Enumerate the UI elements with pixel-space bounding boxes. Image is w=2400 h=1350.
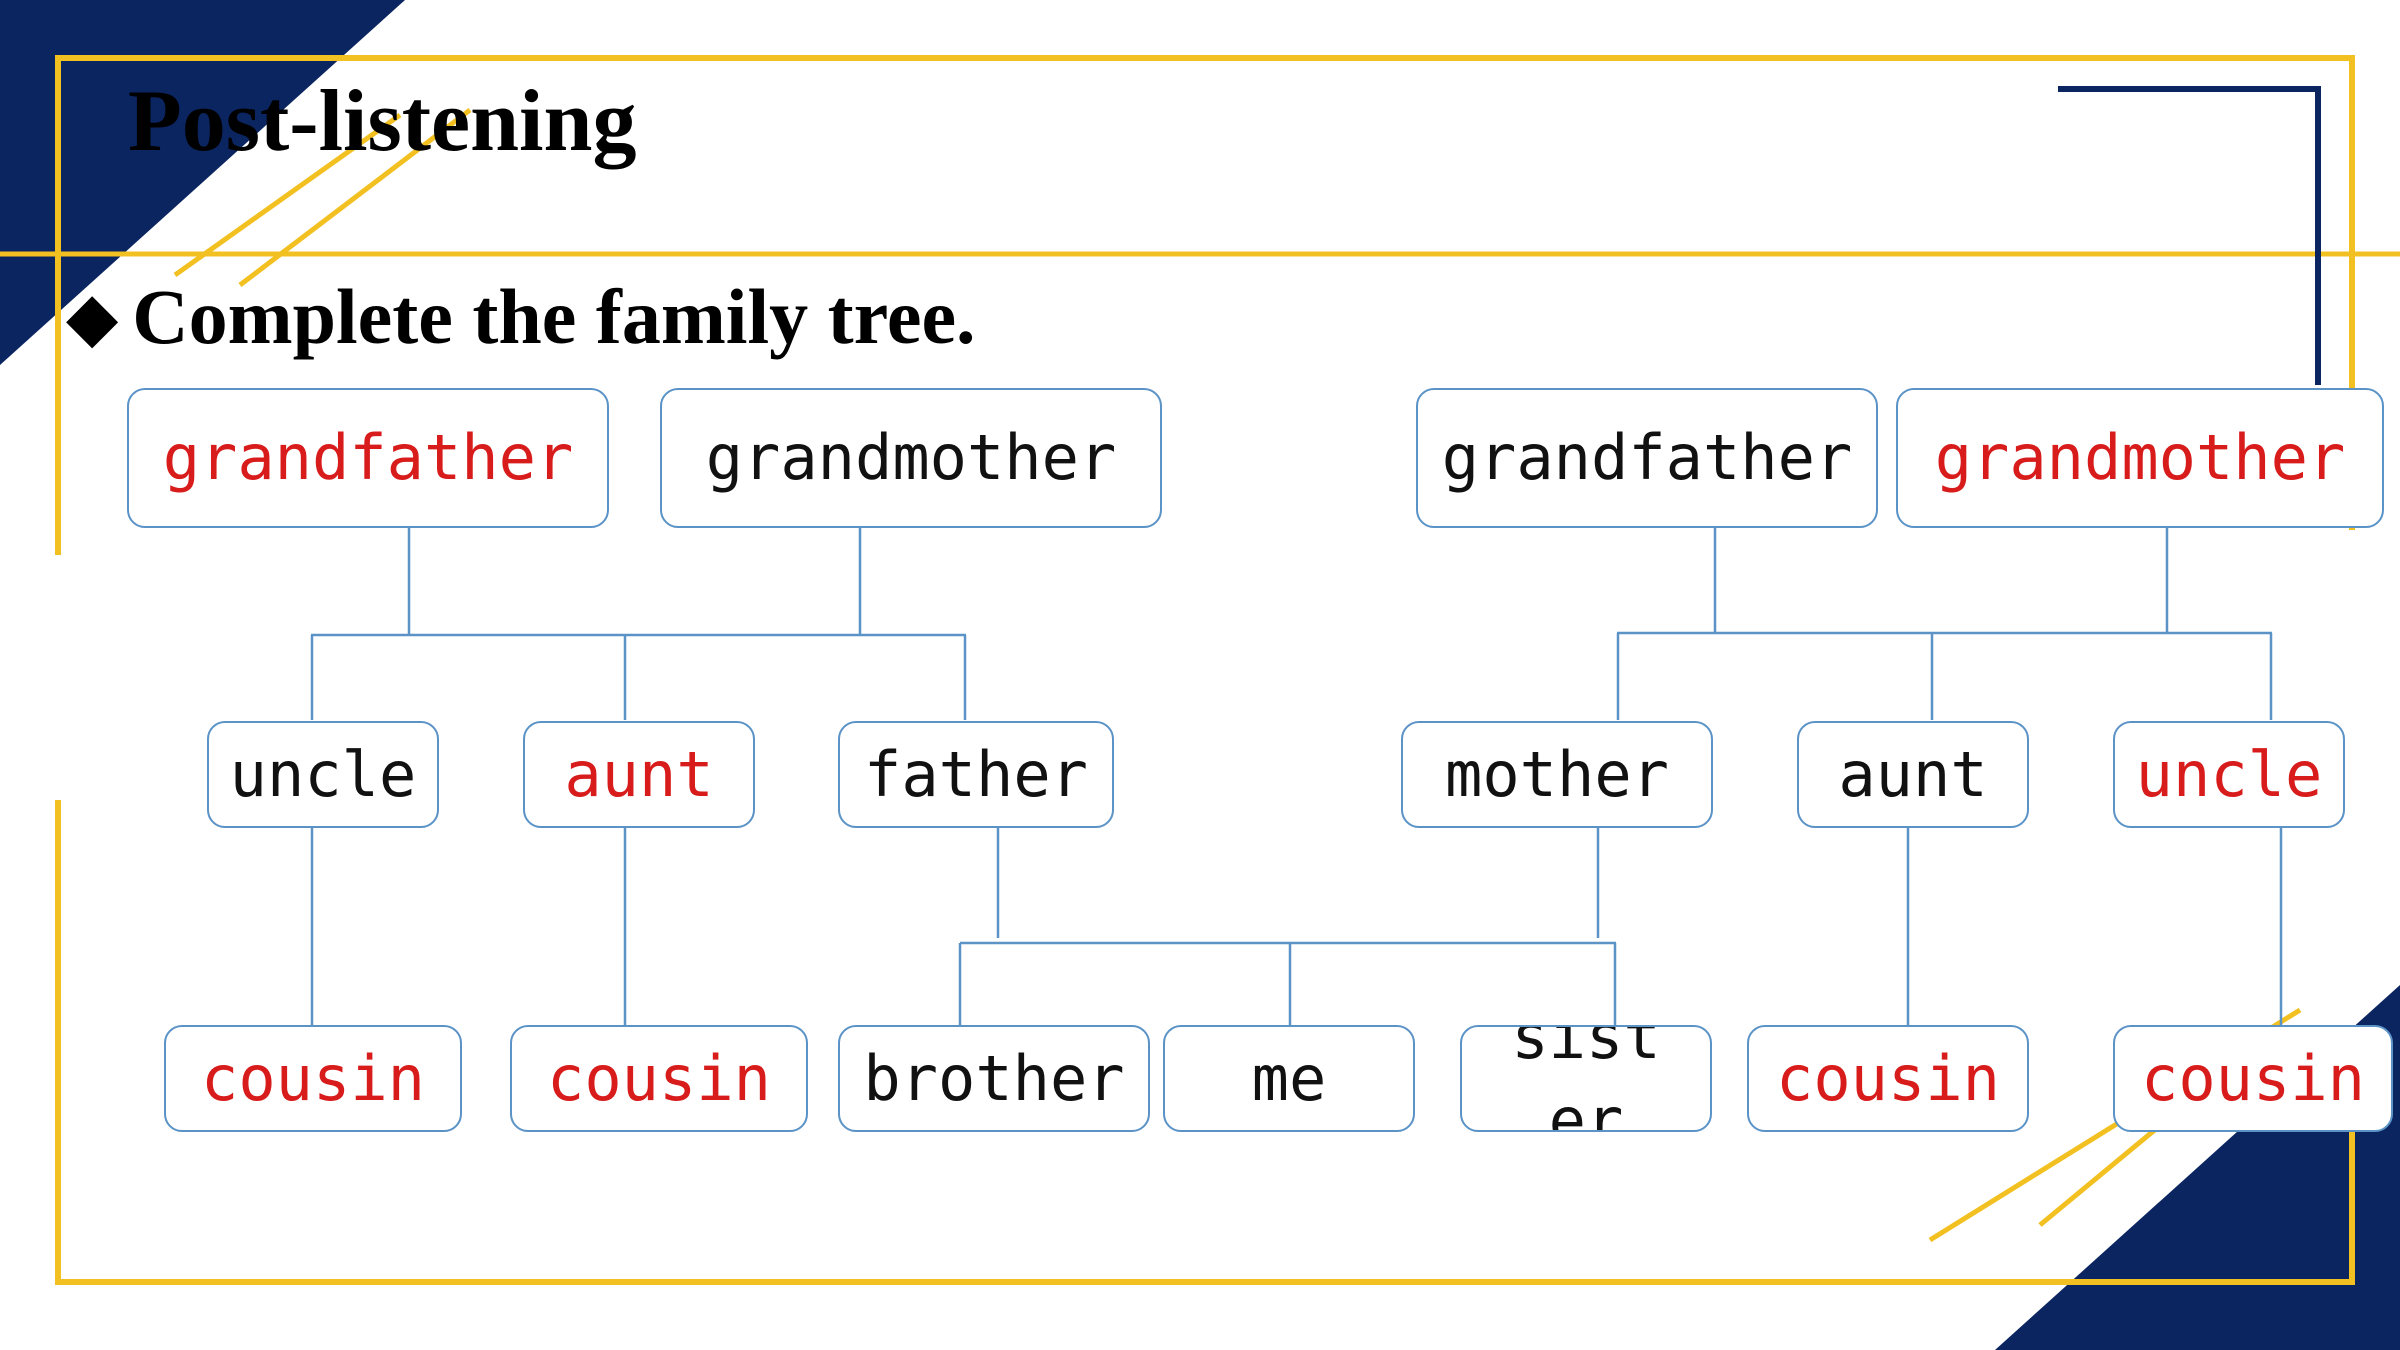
node-uncle-paternal: uncle xyxy=(207,721,439,828)
node-label: cousin xyxy=(547,1041,771,1115)
node-label: aunt xyxy=(1838,737,1988,811)
node-cousin-2: cousin xyxy=(510,1025,808,1132)
instruction-line: ◆ Complete the family tree. xyxy=(66,278,976,356)
node-brother: brother xyxy=(838,1025,1150,1132)
node-label: sister xyxy=(1511,1025,1661,1132)
node-aunt-maternal: aunt xyxy=(1797,721,2029,828)
node-label: grandmother xyxy=(705,421,1117,495)
node-grandfather-paternal: grandfather xyxy=(127,388,609,528)
node-grandfather-maternal: grandfather xyxy=(1416,388,1878,528)
node-cousin-1: cousin xyxy=(164,1025,462,1132)
node-label: me xyxy=(1251,1041,1327,1115)
node-label: cousin xyxy=(2141,1041,2365,1115)
node-sister: sister xyxy=(1460,1025,1712,1132)
node-mother: mother xyxy=(1401,721,1713,828)
node-label: grandfather xyxy=(1441,421,1853,495)
node-label: uncle xyxy=(2135,737,2323,811)
node-cousin-4: cousin xyxy=(2113,1025,2393,1132)
node-aunt-paternal: aunt xyxy=(523,721,755,828)
node-label: mother xyxy=(1445,737,1669,811)
instruction-text: Complete the family tree. xyxy=(132,273,976,360)
node-cousin-3: cousin xyxy=(1747,1025,2029,1132)
node-label: brother xyxy=(863,1041,1125,1115)
node-grandmother-maternal: grandmother xyxy=(1896,388,2384,528)
node-uncle-maternal: uncle xyxy=(2113,721,2345,828)
node-label: father xyxy=(864,737,1088,811)
diamond-bullet-icon: ◆ xyxy=(66,279,119,355)
node-label: cousin xyxy=(1776,1041,2000,1115)
node-label: grandmother xyxy=(1934,421,2346,495)
node-label: aunt xyxy=(564,737,714,811)
node-father: father xyxy=(838,721,1114,828)
node-label: grandfather xyxy=(162,421,574,495)
node-me: me xyxy=(1163,1025,1415,1132)
slide-title: Post-listening xyxy=(128,73,637,170)
node-label: cousin xyxy=(201,1041,425,1115)
node-label: uncle xyxy=(229,737,417,811)
node-grandmother-paternal: grandmother xyxy=(660,388,1162,528)
